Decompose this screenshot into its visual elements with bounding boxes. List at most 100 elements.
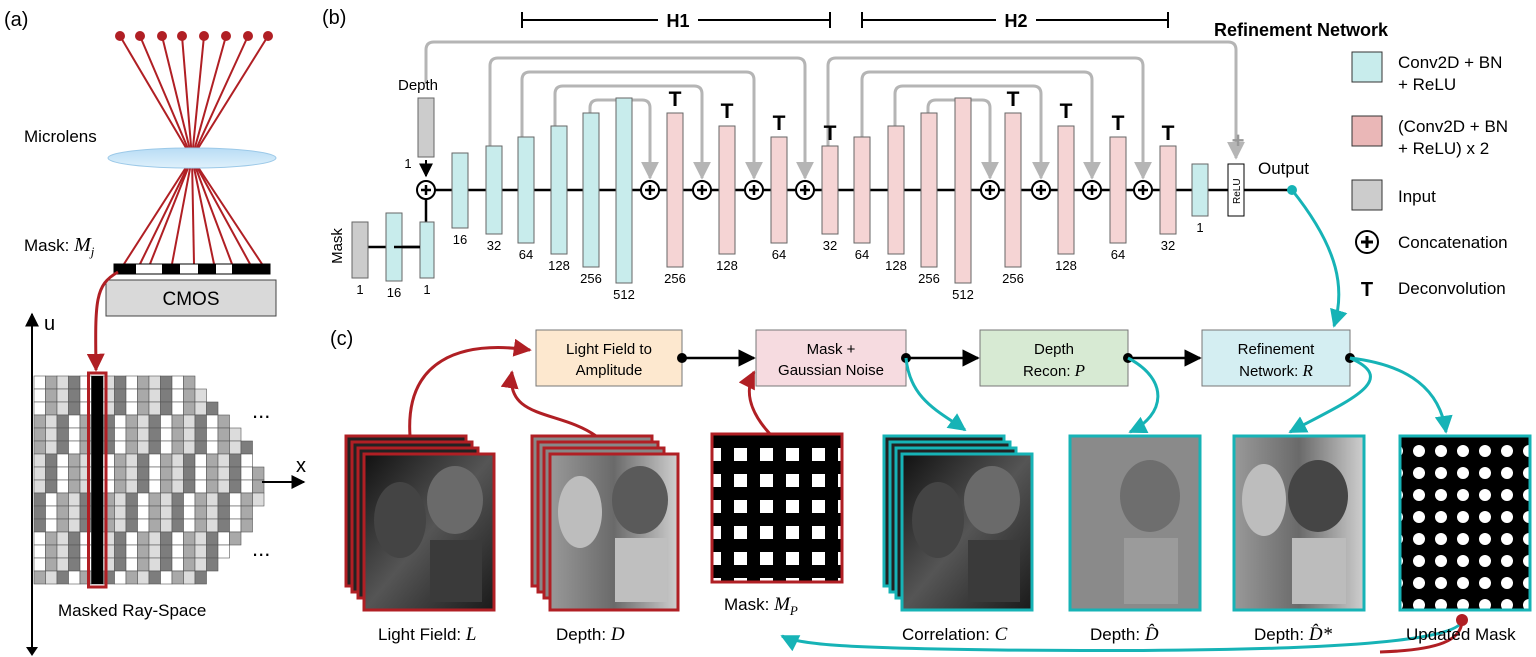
ray-space-cell xyxy=(114,518,127,533)
ray-space-cell xyxy=(56,388,69,403)
ray-space-cell xyxy=(171,388,184,403)
ray-space-cell xyxy=(45,466,58,481)
layer-block xyxy=(821,145,839,235)
ray-space-cell xyxy=(171,531,184,546)
ray-space-cell xyxy=(114,492,127,507)
masked-column-outline xyxy=(87,371,108,589)
ray-space-cell xyxy=(125,427,138,442)
ray-space-cell xyxy=(56,544,69,559)
light-rays xyxy=(115,31,273,265)
ray-space-cell xyxy=(33,518,46,533)
ray-space-cell xyxy=(160,505,173,520)
ray-space-cell xyxy=(137,427,150,442)
channel-label: 64 xyxy=(519,247,533,262)
lf-box-line2: Amplitude xyxy=(576,362,643,379)
mask-box-line1: Mask + xyxy=(807,341,856,358)
ray-space-cell xyxy=(125,505,138,520)
corr-caption-prefix: Correlation: xyxy=(902,625,995,644)
mask-mp-prefix: Mask: xyxy=(724,595,774,614)
ray-space-cell xyxy=(148,544,161,559)
dstar-caption-prefix: Depth: xyxy=(1254,625,1309,644)
ray-space-cell xyxy=(68,388,81,403)
masked-ray-space-caption: Masked Ray-Space xyxy=(58,601,206,620)
ray-space-cell xyxy=(33,544,46,559)
dhat-caption-var: D̂ xyxy=(1144,624,1159,645)
add-plus-mark: + xyxy=(1232,128,1245,153)
ray-space-cell xyxy=(171,427,184,442)
ray-space-cell xyxy=(183,479,196,494)
legend-conv-line1: Conv2D + BN xyxy=(1398,53,1502,72)
ray-space-cell xyxy=(206,440,219,455)
layer-block xyxy=(1004,112,1022,268)
refine-box-prefix: Network: xyxy=(1239,363,1302,380)
legend-conv-line2: + ReLU xyxy=(1398,75,1456,94)
ray-space-cell xyxy=(229,492,242,507)
channel-label: 256 xyxy=(580,271,602,286)
ray-space-cell xyxy=(114,557,127,572)
corr-caption-var: C xyxy=(995,624,1008,645)
ray-space-cell xyxy=(160,414,173,429)
ray-space-cell xyxy=(194,388,207,403)
ray-space-cell xyxy=(125,440,138,455)
layer-block xyxy=(1159,145,1177,235)
ray-space-cell xyxy=(125,492,138,507)
ray-space-cell xyxy=(217,544,230,559)
ray-space-cell xyxy=(68,401,81,416)
depth-hat-caption: Depth: D̂ xyxy=(1090,624,1159,645)
ray-space-cell xyxy=(45,440,58,455)
channel-label: 256 xyxy=(664,271,686,286)
light-field-caption: Light Field: L xyxy=(378,624,476,645)
ray-space-cell xyxy=(125,401,138,416)
ray-space-cell xyxy=(171,466,184,481)
skip-connection xyxy=(826,56,1152,180)
ray-space-cell xyxy=(217,414,230,429)
refinement-network-title: Refinement Network xyxy=(1214,20,1389,40)
ray-space-cell xyxy=(68,440,81,455)
ray-source xyxy=(243,31,253,41)
mask-mp-sub: P xyxy=(789,603,798,618)
h1-label: H1 xyxy=(666,11,689,31)
channel-label: 128 xyxy=(1055,258,1077,273)
ray-space-cell xyxy=(56,453,69,468)
channel-label: 16 xyxy=(453,232,467,247)
ray-space-cell xyxy=(114,570,127,585)
channel-label: 32 xyxy=(1161,238,1175,253)
mask-bars xyxy=(114,264,270,274)
ray-space-cell xyxy=(45,401,58,416)
channel-label: 1 xyxy=(423,282,430,297)
ray-space-cell xyxy=(56,414,69,429)
legend-conv2-line1: (Conv2D + BN xyxy=(1398,117,1508,136)
ray-space-cell xyxy=(183,440,196,455)
mask-bar xyxy=(232,264,270,274)
ray-space-cell xyxy=(33,531,46,546)
ray-space-cell xyxy=(160,401,173,416)
ray-line xyxy=(191,157,233,265)
ray-space-cell xyxy=(217,453,230,468)
ray-space-cell xyxy=(45,388,58,403)
ray-space-cell xyxy=(148,492,161,507)
ray-space-cell xyxy=(194,492,207,507)
ray-space-cell xyxy=(171,544,184,559)
ray-space-cell xyxy=(137,505,150,520)
refine-box-var: R xyxy=(1301,361,1313,380)
ray-space-cell xyxy=(206,427,219,442)
ray-line xyxy=(161,35,193,159)
ray-space-cell xyxy=(125,453,138,468)
ray-space-cell xyxy=(56,518,69,533)
ray-space-cell xyxy=(45,505,58,520)
recon-box-line1: Depth xyxy=(1034,341,1074,358)
ray-space-cell xyxy=(68,492,81,507)
layer-block xyxy=(954,97,972,284)
ray-space-cell xyxy=(68,375,81,390)
microlens-shape xyxy=(107,147,277,169)
lf-caption-prefix: Light Field: xyxy=(378,625,466,644)
relu-label: ReLU xyxy=(1232,178,1243,204)
ray-space-cell xyxy=(125,388,138,403)
ray-space-cell xyxy=(125,518,138,533)
mask-mj-var: M xyxy=(73,234,92,256)
ellipsis-top: ... xyxy=(252,398,270,423)
layer-block xyxy=(1057,125,1075,255)
ray-space-cell xyxy=(148,518,161,533)
output-to-refinement-arrow xyxy=(1290,189,1348,328)
